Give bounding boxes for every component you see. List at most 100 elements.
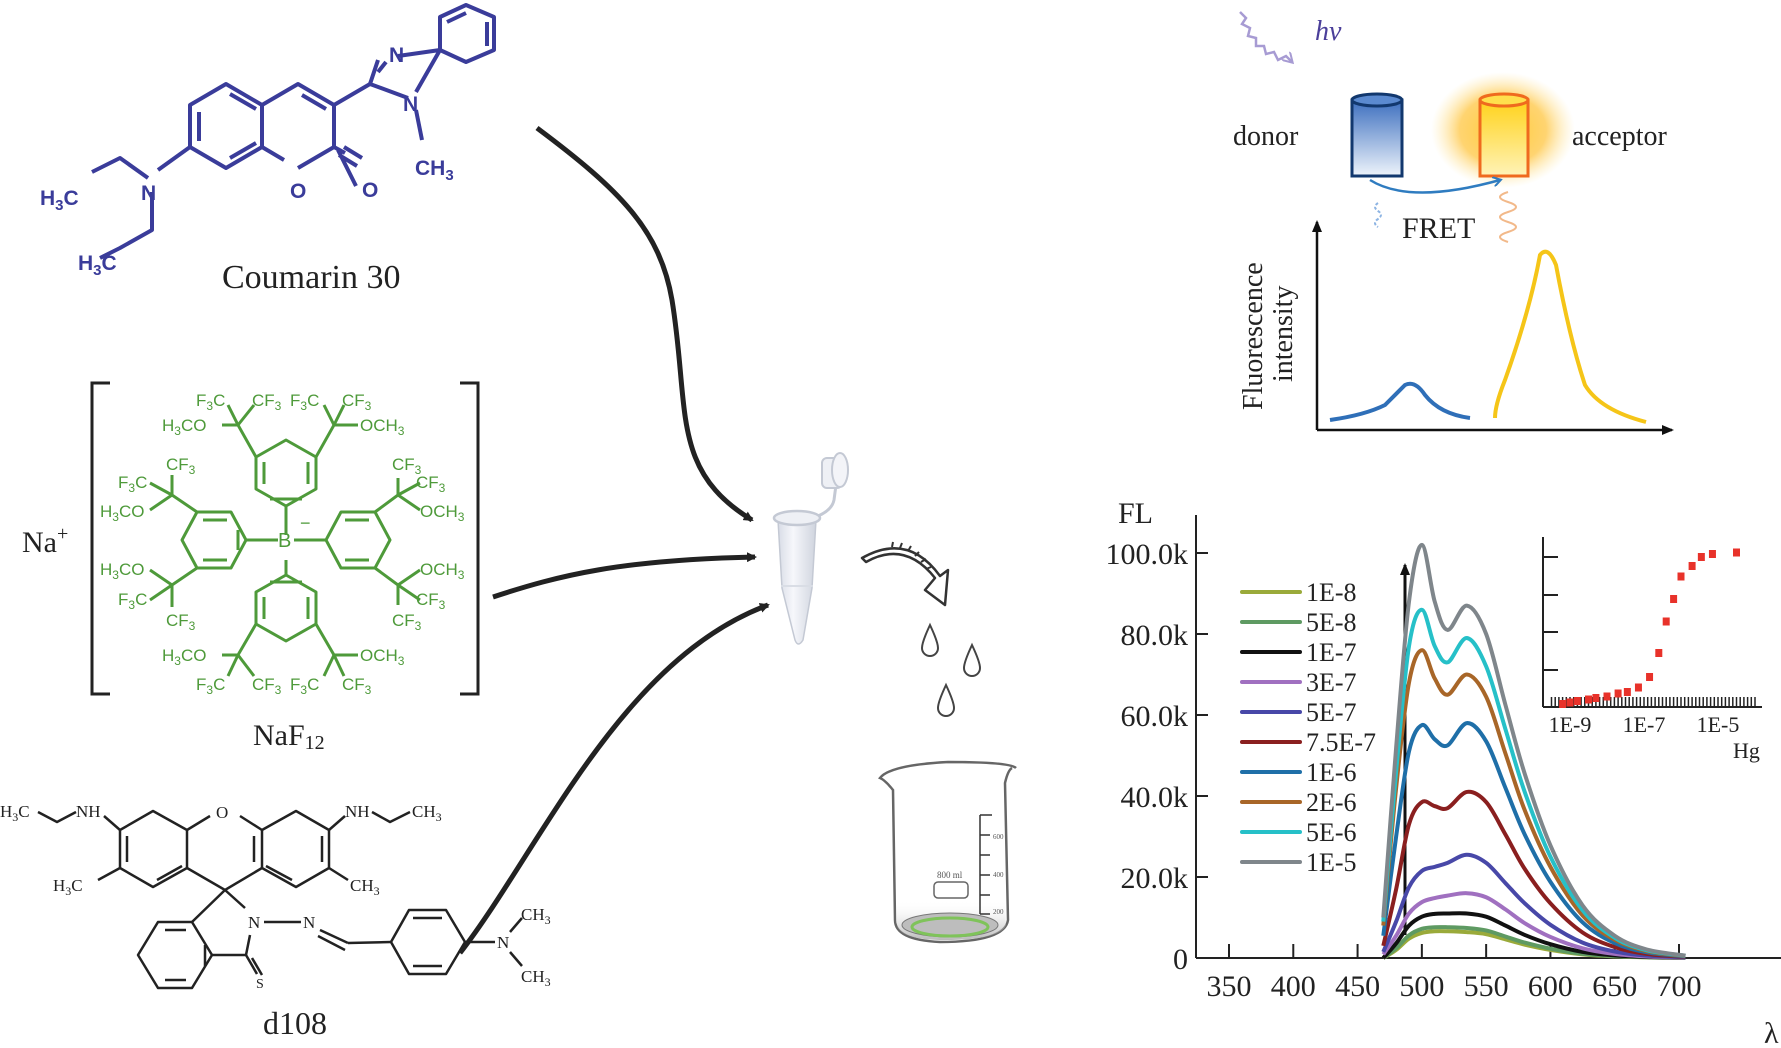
legend-label: 2E-6 — [1306, 788, 1357, 817]
atom-ch3: CH3 — [412, 802, 442, 824]
donor-label: donor — [1233, 121, 1299, 152]
group-h3co: H3CO — [100, 560, 144, 582]
atom-h3c: H3C — [0, 802, 30, 824]
arrow-naf12-to-tube — [492, 552, 757, 600]
coumarin-30-label: Coumarin 30 — [222, 259, 400, 296]
aryl-ring-right — [324, 510, 392, 570]
isoindoline-benzene — [136, 920, 214, 990]
inset-data-point — [1566, 698, 1574, 707]
atom-n: N — [403, 93, 418, 116]
aryl-ring-left — [180, 510, 248, 570]
y-tick-label: 80.0k — [1121, 619, 1189, 652]
atom-n-amine: N — [141, 182, 156, 205]
inset-data-point — [1585, 695, 1592, 704]
donor-emission-curve — [1329, 381, 1471, 422]
inset-data-point — [1677, 572, 1685, 581]
legend-item: 1E-6 — [1240, 758, 1357, 787]
inset-data-point — [1708, 550, 1716, 558]
legend-item: 1E-8 — [1240, 578, 1357, 607]
coumarin-30-atoms: N N CH3 O O N H3C H3C — [40, 44, 454, 279]
atom-n: N — [389, 44, 404, 67]
atom-o-ring: O — [290, 180, 306, 203]
inset-data-point — [1646, 673, 1654, 681]
inset-data-point — [1623, 688, 1631, 696]
negative-charge: − — [300, 513, 311, 533]
legend-label: 5E-6 — [1306, 818, 1357, 847]
inset-data-point — [1634, 683, 1642, 692]
beaker-mark: 400 — [993, 871, 1004, 879]
y-tick-label: 0 — [1173, 943, 1188, 976]
group-h3co: H3CO — [162, 416, 206, 438]
atom-o-carbonyl: O — [362, 179, 378, 202]
acceptor-label: acceptor — [1572, 121, 1667, 152]
d108-atoms: H3C NH O NH CH3 H3C CH3 N N S N CH3 CH3 — [0, 802, 551, 992]
atom-ch3: CH3 — [521, 905, 551, 927]
drop-icon — [936, 682, 956, 717]
aryl-ring-d108 — [389, 908, 467, 976]
inset-data-point — [1603, 692, 1611, 701]
atom-n: N — [303, 913, 315, 932]
xanthene-ring-right — [260, 809, 331, 889]
group-f3c: F3C — [118, 473, 147, 495]
inset-data-point — [1573, 697, 1581, 705]
legend-item: 1E-5 — [1240, 848, 1357, 877]
x-tick-label: 600 — [1528, 970, 1573, 1003]
legend-label: 1E-7 — [1306, 638, 1357, 667]
group-cf3: CF3 — [166, 455, 196, 477]
inset-data-point — [1733, 548, 1740, 557]
series-line-5E-7 — [1381, 852, 1686, 960]
group-f3c: F3C — [290, 675, 319, 697]
x-tick-label: 700 — [1657, 970, 1702, 1003]
group-f3c: F3C — [196, 391, 225, 413]
legend-item: 1E-7 — [1240, 638, 1357, 667]
fl-x-label: λ — [1764, 1017, 1779, 1048]
group-h3co: H3CO — [162, 646, 206, 668]
atom-h3c-top: H3C — [40, 187, 79, 214]
arrow-d108-to-tube — [458, 602, 770, 955]
beaker-mark: 600 — [993, 833, 1004, 841]
acceptor-emission-wave-icon — [1499, 191, 1517, 243]
inset-data-point — [1697, 553, 1705, 561]
legend-label: 5E-7 — [1306, 698, 1357, 727]
legend-item: 5E-8 — [1240, 608, 1357, 637]
y-tick-label: 60.0k — [1121, 700, 1189, 733]
group-cf3: CF3 — [392, 455, 422, 477]
inset-data-point — [1662, 617, 1670, 626]
fret-label: FRET — [1402, 212, 1475, 245]
group-cf3: CF3 — [342, 675, 372, 697]
legend-label: 1E-5 — [1306, 848, 1357, 877]
inset-data-point — [1655, 649, 1663, 657]
acceptor-emission-curve — [1493, 249, 1647, 424]
fret-schematic: hν donor acceptor FRET Fluorescence inte… — [1233, 11, 1674, 435]
x-tick-label: 400 — [1271, 970, 1316, 1003]
group-h3co: H3CO — [100, 502, 144, 524]
aryl-ring-bottom — [254, 573, 318, 643]
water-drops-icon — [920, 622, 982, 717]
pour-arrow-icon — [860, 541, 950, 607]
legend-item: 5E-7 — [1240, 698, 1357, 727]
atom-ch3: CH3 — [350, 876, 380, 898]
group-och3: OCH3 — [360, 646, 405, 668]
legend-item: 7.5E-7 — [1240, 728, 1376, 757]
donor-emission-wave-icon — [1374, 202, 1382, 228]
fret-ylabel-2: intensity — [1268, 286, 1299, 382]
legend-label: 7.5E-7 — [1306, 728, 1376, 757]
beaker-volume-label: 800 ml — [937, 870, 963, 880]
group-och3: OCH3 — [420, 560, 465, 582]
microcentrifuge-tube — [772, 452, 849, 645]
naf12-atoms: B − F3C CF3 F3C CF3 H3CO OCH3 CF3 F3C H3… — [100, 391, 465, 697]
legend-label: 1E-6 — [1306, 758, 1357, 787]
inset-data-point — [1614, 689, 1622, 698]
energy-transfer-arrow — [1369, 180, 1500, 194]
naf12-structure — [149, 404, 421, 677]
beaker-mark: 200 — [993, 908, 1004, 916]
group-och3: OCH3 — [420, 502, 465, 524]
reaction-arrows — [458, 125, 770, 955]
group-cf3: CF3 — [392, 611, 422, 633]
legend-item: 2E-6 — [1240, 788, 1357, 817]
y-tick-label: 20.0k — [1121, 862, 1189, 895]
inset-data-point — [1559, 700, 1567, 708]
hv-label: hν — [1315, 16, 1342, 47]
